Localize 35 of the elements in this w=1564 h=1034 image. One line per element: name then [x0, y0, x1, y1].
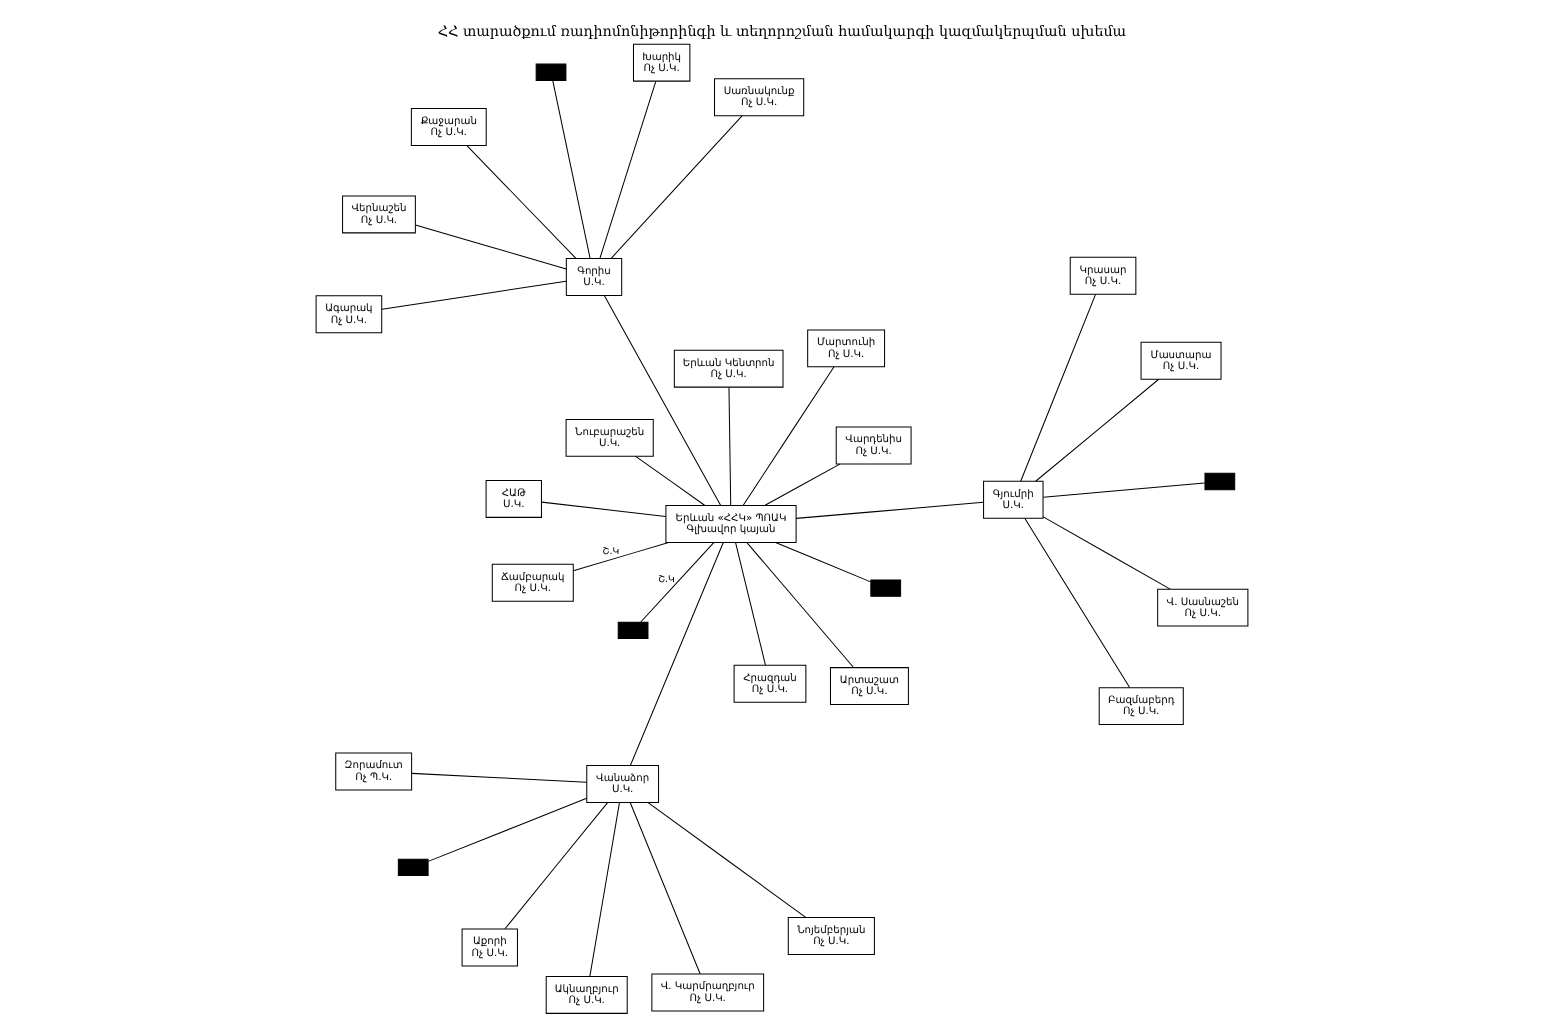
connector [1042, 516, 1171, 590]
connector [1024, 517, 1131, 688]
connector [640, 541, 715, 623]
connector [728, 386, 732, 506]
connector [1042, 482, 1206, 498]
connector [635, 455, 706, 506]
node-box [617, 621, 649, 640]
node-box [1204, 472, 1236, 491]
connector [764, 463, 841, 506]
node-box [397, 858, 429, 877]
connector [411, 772, 588, 783]
connector [466, 145, 577, 260]
connector [647, 802, 807, 918]
connector [552, 80, 591, 259]
connector [381, 280, 567, 310]
connector [629, 801, 701, 975]
connector [589, 802, 620, 977]
connector [603, 295, 722, 506]
connector [541, 501, 667, 517]
connector [504, 802, 609, 930]
connector [572, 541, 670, 572]
node-box [870, 579, 902, 597]
connector [427, 797, 588, 862]
connector [746, 542, 855, 668]
node-box [535, 63, 567, 81]
connector [742, 366, 835, 506]
connector [629, 541, 724, 766]
connector [735, 541, 766, 666]
connector [599, 80, 657, 259]
connector [610, 115, 743, 260]
connector [1020, 293, 1097, 482]
connector [795, 501, 984, 519]
connector [775, 541, 872, 583]
connector [414, 224, 567, 270]
connector [1035, 378, 1160, 482]
